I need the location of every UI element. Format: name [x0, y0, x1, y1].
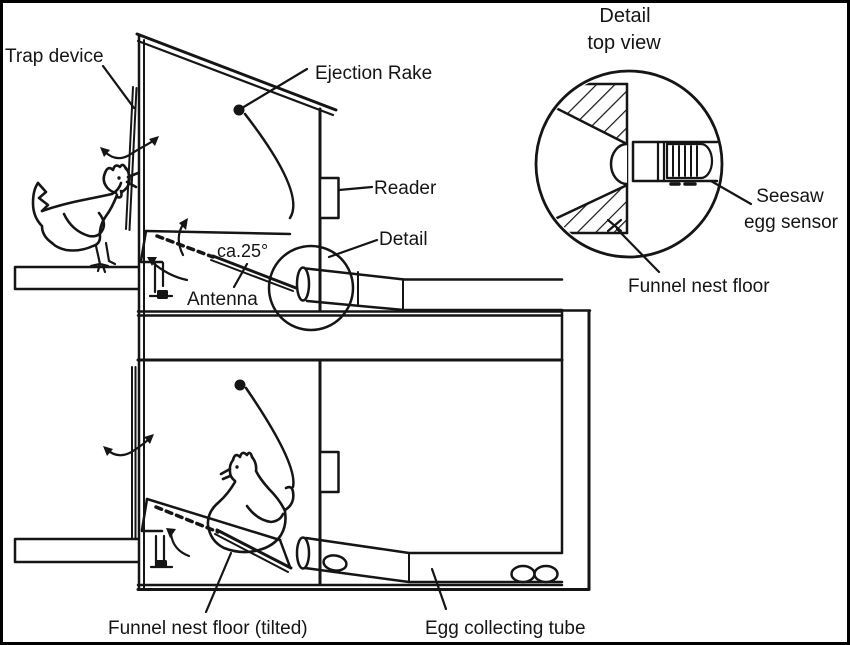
- lower-reader-box: [318, 450, 340, 494]
- upper-perch: [13, 265, 140, 291]
- leader-reader: [337, 185, 374, 192]
- hen-beak: [126, 171, 140, 179]
- detail-top-view: [534, 69, 724, 259]
- upper-nest-unit: [100, 86, 564, 332]
- leader-funnel-topview: [615, 227, 661, 274]
- hen-outside: [31, 163, 140, 274]
- label-seesaw-1: Seesaw: [756, 186, 824, 207]
- lower-perch: [13, 537, 140, 564]
- egg-in-tube: [322, 554, 348, 572]
- leader-detail: [327, 238, 379, 259]
- detail-indicator-circle: [267, 244, 355, 332]
- hen-tail: [31, 181, 54, 245]
- rake-pivot: [233, 104, 245, 116]
- egg-collected-1: [510, 564, 536, 584]
- hen-in-nest: [206, 451, 295, 554]
- funnel-slope: [211, 254, 298, 290]
- sensor-coil-stripes: [672, 145, 698, 177]
- leader-antenna: [232, 262, 249, 289]
- leader-seesaw: [709, 179, 753, 206]
- label-egg-collecting-tube: Egg collecting tube: [425, 618, 586, 639]
- text-labels: Trap device Ejection Rake Reader Detail …: [5, 5, 839, 639]
- hen-legs: [89, 241, 117, 274]
- seesaw-sensor: [631, 140, 719, 186]
- lower-rake-swing-arc: [244, 386, 295, 489]
- trap-door: [125, 86, 134, 230]
- hen-eye: [117, 176, 121, 180]
- lower-funnel-exit: [295, 536, 311, 570]
- leader-ejection-rake: [240, 67, 309, 110]
- leader-funnel-tilted: [204, 551, 233, 614]
- lower-tilt-arrow: [169, 532, 191, 558]
- lower-rake-pivot: [234, 379, 246, 391]
- hen2-eye: [235, 465, 239, 469]
- roof: [135, 32, 338, 112]
- rake-swing-arc: [243, 112, 295, 220]
- lower-trap-swing-arrow: [104, 435, 153, 457]
- funnel-exit: [295, 266, 311, 302]
- hen-comb: [103, 163, 128, 175]
- lower-nest-unit: [103, 366, 564, 584]
- leader-lines: [101, 64, 753, 614]
- funnel-exit-topview: [609, 142, 629, 186]
- lower-antenna-bracket: [149, 534, 174, 569]
- label-seesaw-2: egg sensor: [744, 212, 839, 233]
- label-antenna: Antenna: [187, 289, 258, 310]
- reader-box: [318, 176, 340, 220]
- antenna-bracket: [148, 261, 174, 299]
- x-mark: [606, 218, 623, 233]
- leader-egg-tube: [430, 567, 448, 611]
- leader-trap-device: [101, 64, 136, 110]
- hen2-beak: [219, 467, 232, 481]
- trap-swing-arrow: [102, 137, 158, 160]
- label-trap-device: Trap device: [5, 46, 104, 67]
- tilted-slope: [215, 528, 293, 570]
- label-funnel-nest-floor: Funnel nest floor: [628, 276, 770, 297]
- egg-collected-2: [533, 564, 559, 584]
- hen2-wing: [245, 504, 285, 524]
- label-angle: ca.25°: [217, 241, 268, 261]
- tilted-funnel-top: [145, 497, 282, 542]
- hen2-comb: [231, 451, 254, 462]
- hen-wing: [62, 211, 106, 238]
- nest-box-structure: [13, 32, 592, 591]
- hen2-tail: [283, 485, 295, 512]
- label-detail: Detail: [379, 229, 428, 250]
- funnel-slope-dashed: [155, 234, 215, 259]
- label-detail-top-view-1: Detail: [599, 5, 650, 27]
- label-funnel-tilted: Funnel nest floor (tilted): [108, 618, 308, 639]
- label-detail-top-view-2: top view: [587, 32, 661, 54]
- detail-view-circle: [534, 69, 724, 259]
- label-ejection-rake: Ejection Rake: [315, 63, 432, 84]
- label-reader: Reader: [374, 178, 437, 199]
- funnel-panel-top: [144, 229, 292, 236]
